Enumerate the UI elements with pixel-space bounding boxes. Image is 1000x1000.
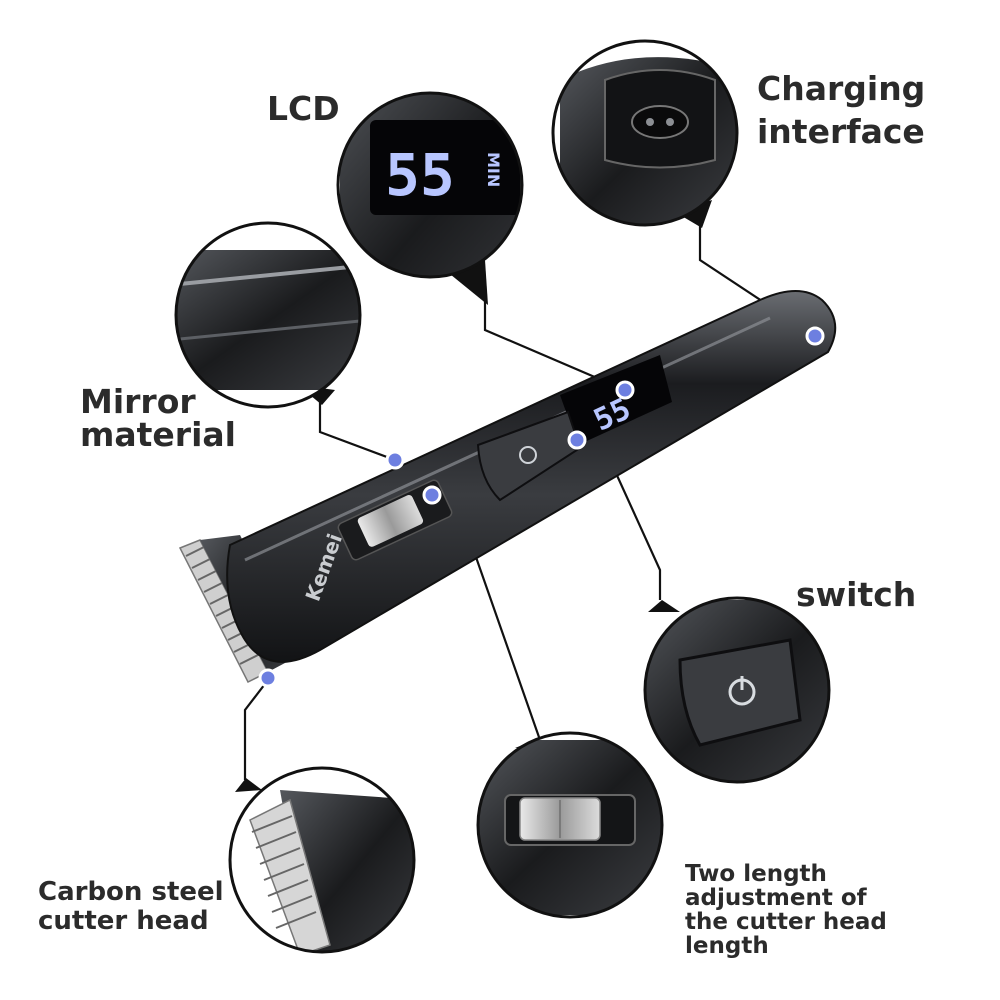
charge-port-pin-left — [646, 118, 654, 126]
label-lcd: LCD — [267, 92, 340, 125]
label-length-line2: adjustment of — [685, 885, 867, 912]
label-mirror: Mirror material — [80, 385, 236, 451]
lcd-digits: 55 — [385, 141, 455, 209]
marker-dots — [258, 326, 825, 688]
label-charging: Charging interface — [757, 68, 925, 154]
label-switch: switch — [796, 578, 916, 611]
label-lcd-text: LCD — [267, 89, 340, 128]
callout-charging — [551, 39, 739, 227]
body-power-icon — [519, 446, 537, 464]
callout-carbon — [228, 766, 416, 954]
label-length: Two length adjustment of the cutter head… — [685, 862, 887, 959]
label-carbon-line2: cutter head — [38, 905, 209, 936]
label-length-line3: the cutter head — [685, 909, 887, 936]
label-carbon-line1: Carbon steel — [38, 877, 224, 907]
charge-port-pin-right — [666, 118, 674, 126]
label-length-line1: Two length — [685, 861, 827, 887]
label-length-line4: length — [685, 933, 769, 960]
label-charging-line1: Charging — [757, 69, 926, 108]
trimmer-body: 55 Kemei — [178, 290, 837, 684]
label-carbon: Carbon steel cutter head — [38, 878, 224, 935]
callout-switch — [643, 596, 831, 784]
callout-mirror — [174, 221, 362, 409]
lcd-unit: MIN — [484, 152, 503, 187]
label-mirror-line2: material — [80, 415, 236, 454]
label-charging-line2: interface — [757, 111, 925, 151]
label-switch-text: switch — [796, 575, 917, 614]
label-mirror-line1: Mirror — [80, 382, 196, 421]
callout-length — [476, 731, 664, 919]
callout-lcd: 55 MIN — [336, 91, 524, 279]
